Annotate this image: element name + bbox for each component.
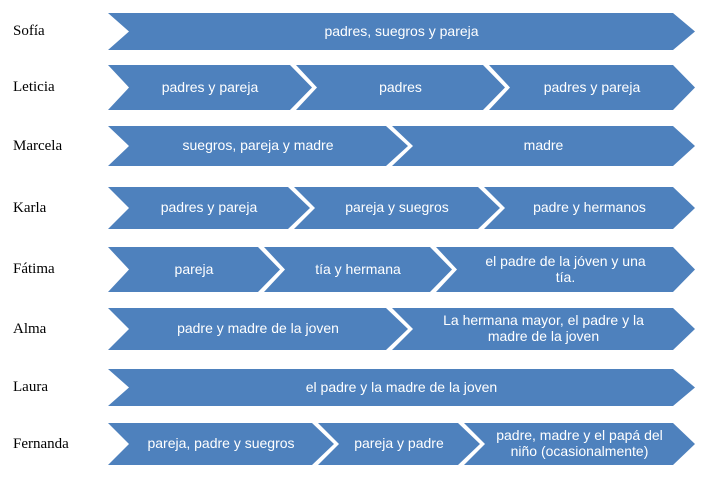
chevron-label: pareja, padre y suegros — [147, 435, 295, 452]
chevron-label: pareja y suegros — [345, 199, 449, 216]
chevron-arrow: La hermana mayor, el padre y la madre de… — [392, 308, 695, 350]
chevron-label: padres y pareja — [161, 78, 259, 95]
chevron-arrow: padres y pareja — [108, 65, 312, 110]
row-label: Karla — [13, 199, 47, 216]
chevron-arrow: el padre y la madre de la joven — [108, 369, 695, 406]
chevron-label: madre — [523, 137, 564, 154]
chevron-arrow: pareja — [108, 247, 280, 292]
row-label: Fátima — [13, 261, 55, 277]
row-label: Sofía — [13, 23, 45, 39]
chevron-label: suegros, pareja y madre — [182, 137, 334, 154]
chevron-arrow: padres y pareja — [108, 187, 310, 229]
chevron-arrow: pareja, padre y suegros — [108, 423, 334, 465]
row-label: Fernanda — [13, 435, 69, 452]
chevron-arrow: el padre de la jóven y una tía. — [436, 247, 695, 292]
chevron-arrow: padre, madre y el papá del niño (ocasion… — [464, 423, 695, 465]
chevron-label: pareja y padre — [354, 435, 444, 452]
chevron-label: padres — [379, 78, 422, 95]
chevron-arrow: pareja y suegros — [294, 187, 500, 229]
chevron-label: La hermana mayor, el padre y la madre de… — [443, 312, 644, 344]
chevron-label: el padre de la jóven y una tía. — [485, 252, 646, 285]
chevron-arrow: padre y hermanos — [484, 187, 695, 229]
chevron-arrow: padres — [296, 65, 505, 110]
row-label: Leticia — [13, 79, 55, 95]
chevron-label: padres y pareja — [160, 199, 258, 216]
chevron-label: el padre y la madre de la joven — [305, 378, 498, 395]
chevron-label: pareja — [174, 260, 214, 277]
row-label: Alma — [13, 320, 47, 337]
row-label: Laura — [13, 379, 48, 395]
chevron-arrow: suegros, pareja y madre — [108, 126, 408, 166]
chevron-arrow: padres y pareja — [489, 65, 695, 110]
chevron-arrow: pareja y padre — [318, 423, 480, 465]
chevron-label: padres, suegros y pareja — [324, 22, 479, 39]
chevron-label: padre y madre de la joven — [177, 320, 339, 337]
chevron-arrow: tía y hermana — [264, 247, 452, 292]
chevron-label: padre y hermanos — [533, 199, 646, 216]
chevron-label: tía y hermana — [315, 260, 401, 277]
row-label: Marcela — [13, 137, 63, 154]
chevron-label: padres y pareja — [543, 78, 641, 95]
chevron-arrow: padres, suegros y pareja — [108, 13, 695, 50]
chevron-arrow: padre y madre de la joven — [108, 308, 408, 350]
chevron-arrow: madre — [392, 126, 695, 166]
chevron-label: padre, madre y el papá del niño (ocasion… — [496, 427, 663, 459]
